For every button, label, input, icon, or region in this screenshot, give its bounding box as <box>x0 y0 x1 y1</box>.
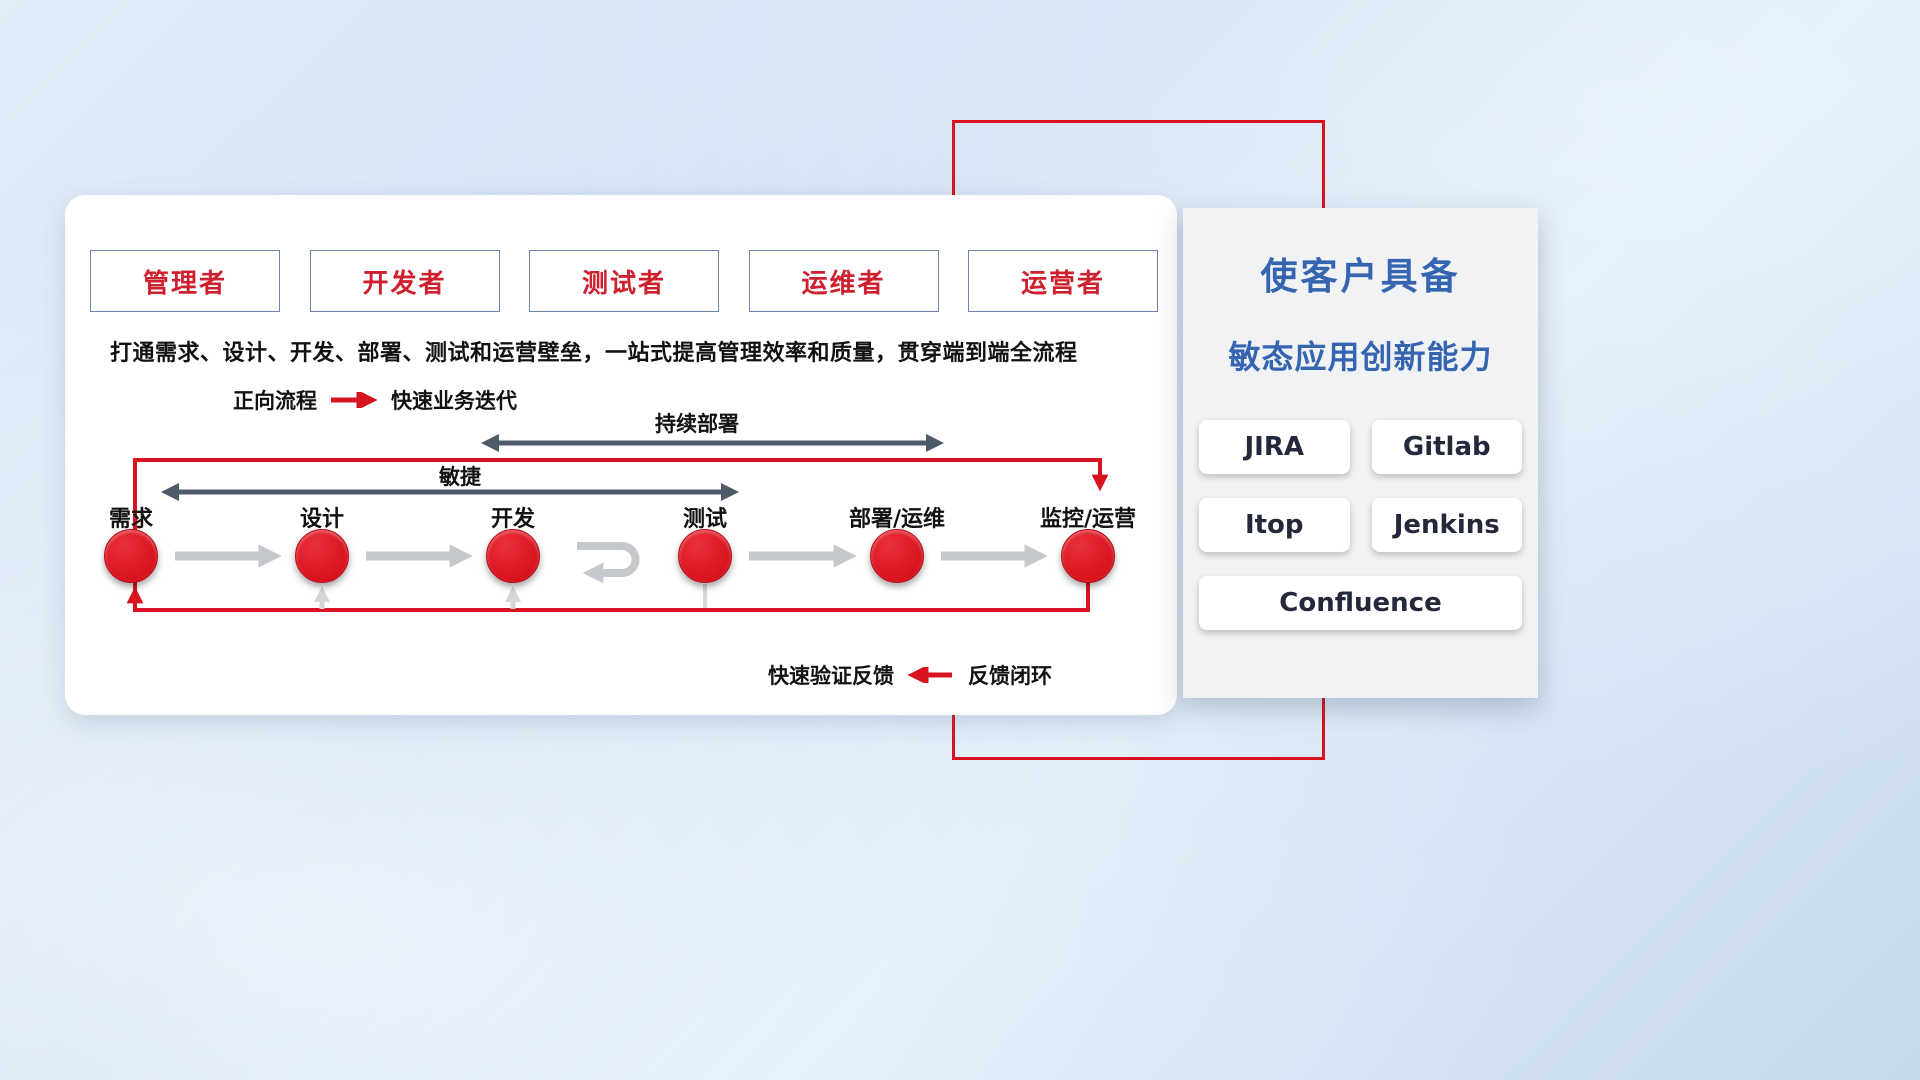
tool-jira: JIRA <box>1199 420 1350 474</box>
continuous-deployment-label: 持续部署 <box>655 412 739 436</box>
red-left-arrow-icon <box>907 667 952 683</box>
role-label: 开发者 <box>362 268 447 299</box>
tool-grid: JIRA Gitlab Itop Jenkins Confluence <box>1199 420 1522 630</box>
right-panel-title-line2: 敏态应用创新能力 <box>1228 338 1493 376</box>
right-panel-title-line1: 使客户具备 <box>1260 255 1461 298</box>
role-label: 测试者 <box>581 268 666 299</box>
legend-feedback: 快速验证反馈 反馈闭环 <box>768 660 1052 690</box>
red-right-arrow-icon <box>331 392 378 408</box>
role-box-ops: 运维者 <box>748 250 939 312</box>
node-label-test: 测试 <box>682 507 728 532</box>
node-circle-deploy <box>870 529 924 583</box>
forward-loop-line <box>133 458 1109 610</box>
agile-label: 敏捷 <box>439 465 481 489</box>
tool-jenkins: Jenkins <box>1371 498 1522 552</box>
legend-forward-desc: 快速业务迭代 <box>391 389 517 413</box>
legend-forward: 正向流程 快速业务迭代 <box>233 385 517 415</box>
node-circle-develop <box>486 529 540 583</box>
node-circle-design <box>295 529 349 583</box>
legend-feedback-label: 快速验证反馈 <box>768 664 894 688</box>
node-label-demand: 需求 <box>108 507 154 532</box>
legend-forward-label: 正向流程 <box>233 389 317 413</box>
node-label-develop: 开发 <box>490 507 536 532</box>
main-subtitle: 打通需求、设计、开发、部署、测试和运营壁垒，一站式提高管理效率和质量，贯穿端到端… <box>110 341 1078 366</box>
role-label: 运营者 <box>1020 268 1105 299</box>
legend-feedback-desc: 反馈闭环 <box>968 664 1052 688</box>
node-circle-test <box>678 529 732 583</box>
loop-back-icon <box>577 542 640 584</box>
right-panel: 使客户具备 敏态应用创新能力 JIRA Gitlab Itop Jenkins … <box>1183 208 1538 698</box>
node-label-deploy: 部署/运维 <box>848 507 946 532</box>
role-box-operator: 运营者 <box>968 250 1158 312</box>
node-label-design: 设计 <box>299 507 345 532</box>
roles-row: 管理者 开发者 测试者 运维者 运营者 <box>90 250 1158 312</box>
node-circle-demand <box>104 529 158 583</box>
tool-itop: Itop <box>1199 498 1350 552</box>
tool-gitlab: Gitlab <box>1371 420 1522 474</box>
node-label-monitor: 监控/运营 <box>1039 507 1137 532</box>
feedback-loop-line <box>126 579 1090 612</box>
role-box-manager: 管理者 <box>90 250 280 312</box>
tool-confluence: Confluence <box>1199 576 1522 630</box>
role-box-developer: 开发者 <box>309 250 500 312</box>
role-label: 运维者 <box>801 268 886 299</box>
role-label: 管理者 <box>142 268 227 299</box>
main-panel: 管理者 开发者 测试者 运维者 运营者 打通需求、设计、开发、部署、测试和运营壁… <box>65 195 1177 715</box>
node-circle-monitor <box>1061 529 1115 583</box>
role-box-tester: 测试者 <box>529 250 719 312</box>
